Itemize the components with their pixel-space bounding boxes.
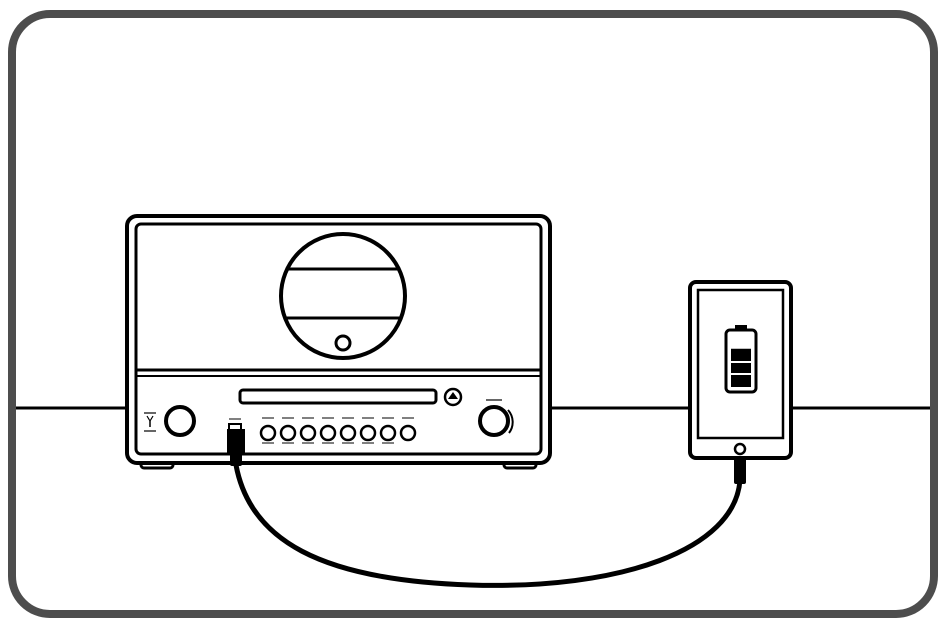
radio-button-8 (399, 417, 417, 442)
eject-icon (443, 387, 463, 407)
radio-speaker-circle (279, 232, 407, 360)
phone-home-button (733, 442, 747, 456)
phone-device (688, 280, 793, 460)
radio-button-2 (279, 417, 297, 444)
usb-cable (233, 462, 743, 588)
radio-button-1 (259, 417, 277, 444)
power-label-mark (144, 412, 156, 432)
cd-slot (238, 388, 438, 405)
radio-speaker-center-button (334, 334, 352, 352)
radio-button-4 (319, 417, 337, 444)
radio-device (125, 214, 552, 470)
radio-right-knob-arc (507, 409, 514, 434)
radio-button-3 (299, 417, 317, 444)
usb-plug-icon (227, 429, 245, 466)
radio-right-knob (478, 405, 510, 437)
radio-button-row (259, 417, 417, 444)
radio-button-7 (379, 417, 397, 444)
radio-button-6 (359, 417, 377, 444)
battery-charging-icon (724, 325, 758, 394)
radio-left-knob (164, 405, 196, 437)
headphone-jack-icon (734, 456, 746, 484)
battery-level-fill (731, 348, 751, 387)
radio-button-5 (339, 417, 357, 444)
